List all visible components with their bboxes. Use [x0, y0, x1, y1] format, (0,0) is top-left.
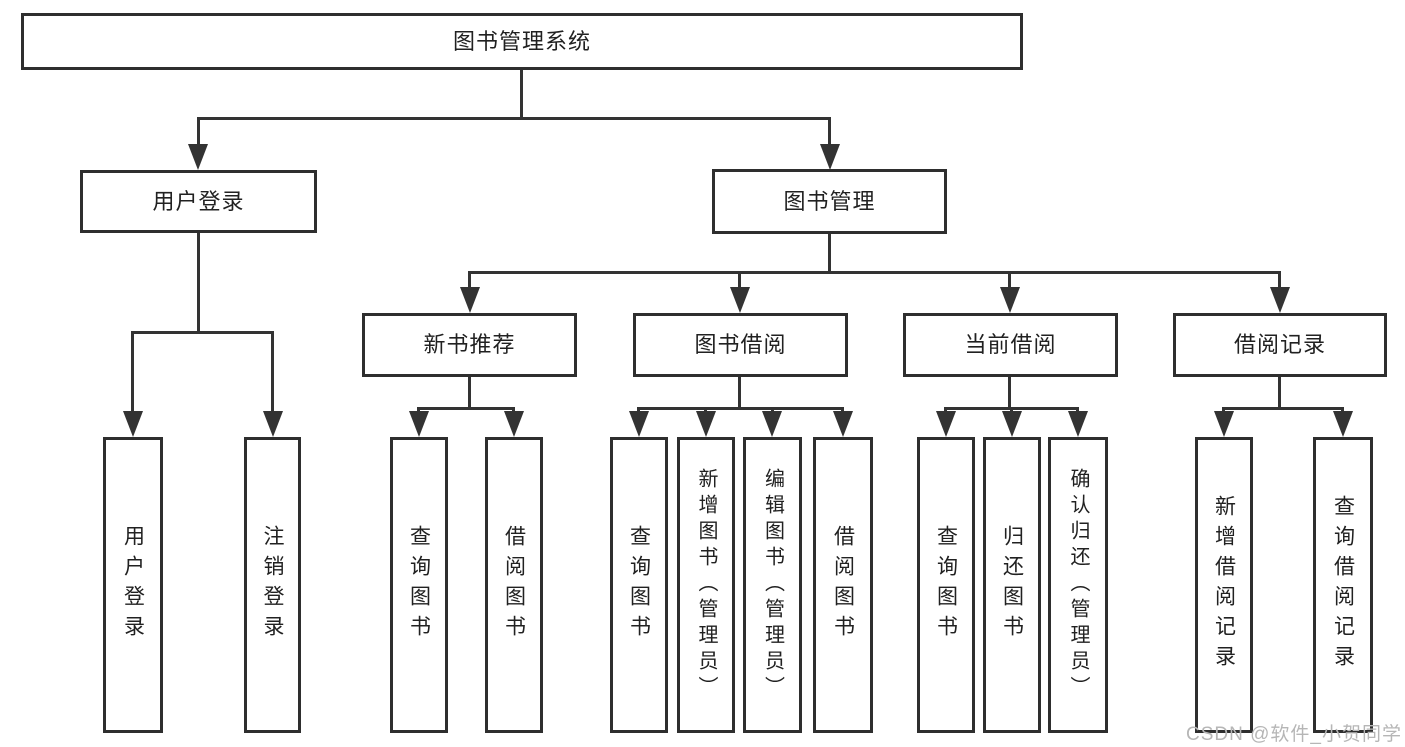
arrow-down-icon	[123, 411, 143, 437]
connector-line	[520, 69, 523, 120]
connector-line	[468, 377, 471, 410]
leaf-borrow-book-2: 借阅图书	[813, 437, 873, 733]
arrow-down-icon	[1002, 411, 1022, 437]
node-book-borrow: 图书借阅	[633, 313, 848, 377]
leaf-logout: 注销登录	[244, 437, 301, 733]
leaf-query-borrow-record: 查询借阅记录	[1313, 437, 1373, 733]
node-book-borrow-label: 图书借阅	[694, 332, 787, 357]
node-borrow-records: 借阅记录	[1173, 313, 1387, 377]
node-root-label: 图书管理系统	[452, 28, 591, 54]
node-new-book-recommend: 新书推荐	[362, 313, 577, 377]
leaf-add-book: 新增图书（管理员）	[677, 437, 735, 733]
leaf-query-book-2-label: 查询图书	[627, 525, 651, 645]
connector-line	[828, 117, 831, 148]
leaf-query-book-1: 查询图书	[390, 437, 448, 733]
arrow-down-icon	[730, 287, 750, 313]
leaf-query-book-3-label: 查询图书	[934, 525, 958, 645]
arrow-down-icon	[762, 411, 782, 437]
leaf-add-borrow-record-label: 新增借阅记录	[1212, 495, 1236, 675]
connector-line	[738, 377, 741, 410]
leaf-query-book-2: 查询图书	[610, 437, 668, 733]
connector-line	[637, 407, 844, 410]
arrow-down-icon	[629, 411, 649, 437]
node-user-login: 用户登录	[80, 170, 317, 233]
arrow-down-icon	[1270, 287, 1290, 313]
leaf-query-book-1-label: 查询图书	[407, 525, 431, 645]
arrow-down-icon	[263, 411, 283, 437]
connector-line	[1278, 271, 1281, 291]
arrow-down-icon	[1214, 411, 1234, 437]
connector-line	[197, 117, 200, 148]
leaf-add-book-label: 新增图书（管理员）	[695, 468, 717, 702]
connector-line	[197, 233, 200, 333]
connector-line	[197, 117, 831, 120]
arrow-down-icon	[1333, 411, 1353, 437]
leaf-confirm-return: 确认归还（管理员）	[1048, 437, 1108, 733]
connector-line	[738, 271, 741, 291]
leaf-query-book-3: 查询图书	[917, 437, 975, 733]
connector-line	[1008, 377, 1011, 410]
arrow-down-icon	[460, 287, 480, 313]
connector-line	[1278, 377, 1281, 410]
node-root: 图书管理系统	[21, 13, 1023, 70]
watermark: CSDN @软件_小贺同学	[1186, 724, 1402, 745]
leaf-return-book-label: 归还图书	[1000, 525, 1024, 645]
arrow-down-icon	[188, 144, 208, 170]
connector-line	[131, 331, 274, 334]
leaf-borrow-book-2-label: 借阅图书	[831, 525, 855, 645]
arrow-down-icon	[504, 411, 524, 437]
node-current-borrow: 当前借阅	[903, 313, 1118, 377]
arrow-down-icon	[833, 411, 853, 437]
connector-line	[1222, 407, 1344, 410]
connector-line	[1008, 271, 1011, 291]
leaf-confirm-return-label: 确认归还（管理员）	[1067, 468, 1089, 702]
connector-line	[417, 407, 515, 410]
leaf-edit-book: 编辑图书（管理员）	[743, 437, 802, 733]
leaf-edit-book-label: 编辑图书（管理员）	[761, 468, 784, 702]
leaf-query-borrow-record-label: 查询借阅记录	[1331, 495, 1355, 675]
arrow-down-icon	[1000, 287, 1020, 313]
leaf-borrow-book-1: 借阅图书	[485, 437, 543, 733]
arrow-down-icon	[409, 411, 429, 437]
arrow-down-icon	[820, 144, 840, 170]
arrow-down-icon	[1068, 411, 1088, 437]
node-borrow-records-label: 借阅记录	[1233, 332, 1326, 357]
connector-line	[828, 234, 831, 274]
connector-line	[271, 331, 274, 415]
connector-line	[468, 271, 471, 291]
leaf-borrow-book-1-label: 借阅图书	[502, 525, 526, 645]
node-new-book-recommend-label: 新书推荐	[423, 332, 516, 357]
leaf-add-borrow-record: 新增借阅记录	[1195, 437, 1253, 733]
leaf-logout-label: 注销登录	[261, 525, 284, 645]
node-current-borrow-label: 当前借阅	[964, 332, 1057, 357]
arrow-down-icon	[696, 411, 716, 437]
arrow-down-icon	[936, 411, 956, 437]
connector-line	[131, 331, 134, 415]
node-book-management-label: 图书管理	[783, 188, 876, 214]
leaf-user-login-label: 用户登录	[121, 525, 145, 645]
leaf-return-book: 归还图书	[983, 437, 1041, 733]
node-user-login-label: 用户登录	[152, 188, 245, 214]
leaf-user-login: 用户登录	[103, 437, 163, 733]
node-book-management: 图书管理	[712, 169, 947, 234]
connector-line	[468, 271, 1281, 274]
